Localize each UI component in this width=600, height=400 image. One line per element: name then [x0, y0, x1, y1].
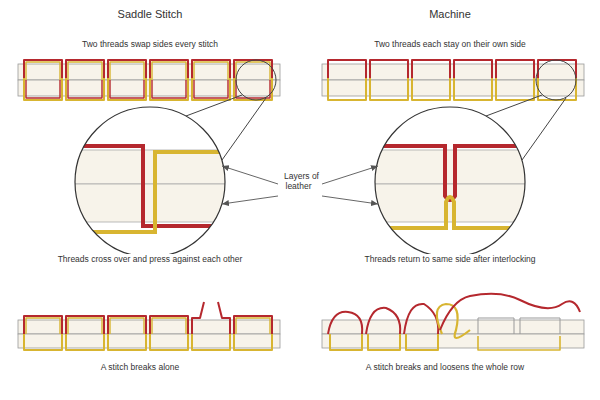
thread	[26, 318, 60, 334]
thread	[24, 334, 62, 350]
thread	[437, 304, 470, 338]
thread	[150, 334, 188, 350]
label-box: Layers of leather	[280, 172, 320, 192]
thread	[520, 318, 560, 334]
thread	[194, 80, 228, 98]
callout-label: Layers of leather	[281, 171, 319, 191]
thread	[538, 60, 576, 82]
thread	[66, 78, 104, 100]
thread	[26, 62, 60, 80]
caption-text: Threads return to same side after interl…	[361, 254, 538, 264]
thread	[412, 60, 450, 82]
thread	[370, 60, 408, 82]
column-heading: Machine	[429, 8, 471, 20]
thread	[478, 318, 514, 334]
thread	[406, 334, 438, 350]
machine-closeup	[370, 100, 532, 270]
thread	[108, 60, 146, 82]
thread	[218, 302, 230, 336]
thread	[236, 318, 270, 334]
thread	[150, 78, 188, 100]
caption-text: Two threads each stay on their own side	[374, 39, 526, 49]
thread	[152, 318, 186, 334]
thread	[194, 62, 228, 80]
caption-text: Threads cross over and press against eac…	[55, 254, 246, 264]
thread	[328, 312, 362, 334]
thread	[234, 316, 272, 336]
thread	[192, 60, 230, 82]
thread	[328, 78, 366, 100]
thread	[236, 62, 270, 80]
thread	[110, 318, 144, 334]
thread	[192, 78, 230, 100]
magnifier	[186, 60, 576, 160]
thread	[68, 62, 102, 80]
label-box: Two threads each stay on their own side	[320, 40, 580, 50]
thread	[538, 78, 576, 100]
thread	[68, 318, 102, 334]
thread	[496, 78, 534, 100]
thread	[66, 316, 104, 336]
thread	[496, 60, 534, 82]
thread	[454, 60, 492, 82]
label-box: Saddle Stitch	[50, 8, 250, 21]
thread	[108, 78, 146, 100]
thread	[412, 78, 450, 100]
label-box: Threads return to same side after interl…	[315, 255, 585, 265]
label-box: A stitch breaks alone	[20, 363, 260, 373]
thread	[478, 336, 560, 350]
label-box: Machine	[350, 8, 550, 21]
caption-text: A stitch breaks and loosens the whole ro…	[366, 362, 524, 372]
thread	[192, 302, 204, 336]
saddle-closeup	[70, 100, 232, 270]
thread	[234, 334, 272, 350]
thread	[108, 334, 146, 350]
thread	[368, 334, 400, 350]
thread	[150, 316, 188, 336]
thread	[68, 80, 102, 98]
thread	[328, 60, 366, 82]
thread	[24, 60, 62, 82]
thread	[152, 80, 186, 98]
thread	[152, 62, 186, 80]
thread	[26, 80, 60, 98]
thread	[370, 78, 408, 100]
circle-outline	[75, 107, 525, 257]
stitch-rows	[24, 60, 580, 350]
thread	[454, 78, 492, 100]
thread	[150, 60, 188, 82]
label-box: Threads cross over and press against eac…	[15, 255, 285, 265]
leader-arrow	[222, 166, 378, 204]
caption-text: Two threads swap sides every stitch	[82, 39, 218, 49]
thread	[366, 308, 400, 334]
label-box: Two threads swap sides every stitch	[20, 40, 280, 50]
leather-strip	[18, 64, 584, 348]
thread	[330, 334, 362, 350]
thread	[24, 78, 62, 100]
caption-text: A stitch breaks alone	[101, 362, 179, 372]
thread	[66, 334, 104, 350]
thread	[192, 334, 230, 350]
thread	[24, 316, 62, 336]
thread	[108, 316, 146, 336]
thread	[110, 62, 144, 80]
thread	[440, 294, 580, 330]
label-box: A stitch breaks and loosens the whole ro…	[310, 363, 580, 373]
thread	[66, 60, 104, 82]
thread	[404, 304, 438, 334]
thread	[110, 80, 144, 98]
column-heading: Saddle Stitch	[118, 8, 183, 20]
